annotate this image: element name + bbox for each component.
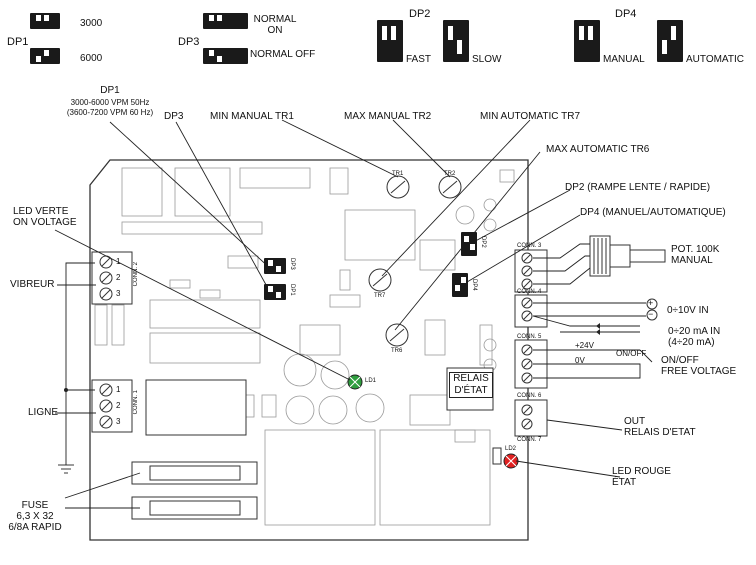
max-manual-callout: MAX MANUAL TR2 [344, 111, 432, 122]
pot-callout: POT. 100K MANUAL [671, 244, 720, 266]
conn1-terminals [91, 379, 133, 433]
plus24-label: +24V [575, 341, 594, 350]
conn2-terminals [91, 251, 133, 305]
minus-sign: − [648, 309, 654, 319]
relais-etat-label: RELAIS D'ÉTAT [449, 372, 493, 398]
dp3-legend-label: DP3 [178, 36, 200, 48]
dp4-switch-automatic [657, 20, 683, 62]
free-voltage-callout: ON/OFF FREE VOLTAGE [661, 355, 737, 377]
conn1-term1: 1 [116, 385, 121, 394]
dp1-callout-sub2: (3600-7200 VPM 60 Hz) [66, 108, 154, 117]
tr2-label: TR2 [444, 171, 456, 177]
ma-in-callout: 0÷20 mA IN (4÷20 mA) [668, 326, 721, 348]
conn2-term2: 2 [116, 273, 121, 282]
conn4-label: CONN. 4 [517, 289, 542, 295]
board-dp2-switch [461, 232, 477, 256]
led-verte-callout: LED VERTE ON VOLTAGE [13, 206, 77, 228]
board-dp1-switch [264, 284, 286, 300]
tr6-label: TR6 [391, 348, 403, 354]
conn5-label: CONN. 5 [517, 334, 542, 340]
conn7-label: CONN. 7 [517, 437, 542, 443]
ld1-label: LD1 [365, 378, 377, 384]
tr7-label: TR7 [374, 293, 386, 299]
dp2-switch-slow [443, 20, 469, 62]
potentiometer [589, 235, 666, 277]
conn2-label: CONN. 2 [133, 262, 139, 287]
dp3-opt-normal-off: NORMAL OFF [250, 49, 316, 60]
fuse-holders [131, 461, 258, 520]
dp1-callout-sub1: 3000-6000 VPM 50Hz [70, 98, 150, 107]
dp2-opt-slow: SLOW [472, 54, 502, 65]
dp1-switch-3000 [30, 13, 60, 29]
dp2-opt-fast: FAST [406, 54, 432, 65]
fuse-callout: FUSE 6,3 X 32 6/8A RAPID [8, 500, 62, 533]
trimmers [368, 175, 462, 347]
vibreur-callout: VIBREUR [10, 279, 55, 290]
dp4-legend-label: DP4 [615, 8, 637, 20]
max-automatic-callout: MAX AUTOMATIC TR6 [546, 144, 650, 155]
dp2-switch-fast [377, 20, 403, 62]
board-dp2-label: DP2 [480, 236, 486, 248]
board-dp1-label: DP1 [289, 284, 295, 296]
dp3-callout: DP3 [164, 111, 184, 122]
min-automatic-callout: MIN AUTOMATIC TR7 [480, 111, 581, 122]
relay-block [145, 379, 247, 436]
dp1-opt-3000: 3000 [80, 18, 103, 29]
dp1-callout-title: DP1 [100, 85, 120, 96]
dp1-legend-label: DP1 [7, 36, 29, 48]
v-in-callout: 0÷10V IN [667, 305, 709, 316]
dp3-opt-normal-on: NORMAL ON [253, 14, 297, 36]
out-relais-callout: OUT RELAIS D'ETAT [624, 416, 696, 438]
dp2-legend-label: DP2 [409, 8, 431, 20]
conn6-label: CONN. 6 [517, 393, 542, 399]
conn1-label: CONN. 1 [133, 390, 139, 415]
dp4-opt-automatic: AUTOMATIC [686, 54, 744, 65]
conn1-term2: 2 [116, 401, 121, 410]
led-rouge-callout: LED ROUGE ÉTAT [612, 466, 671, 488]
dp3-switch-normal-off [203, 48, 248, 64]
dp2-ramp-callout: DP2 (RAMPE LENTE / RAPIDE) [565, 182, 711, 193]
dp3-switch-normal-on [203, 13, 248, 29]
dp1-switch-6000 [30, 48, 60, 64]
min-manual-callout: MIN MANUAL TR1 [210, 111, 294, 122]
dp4-opt-manual: MANUAL [603, 54, 645, 65]
board-dp3-label: DP3 [289, 258, 295, 270]
conn1-term3: 3 [116, 417, 121, 426]
plus-sign: + [648, 298, 654, 308]
board-dp4-switch [452, 273, 468, 297]
board-components [94, 167, 515, 526]
ld2-label: LD2 [505, 446, 517, 452]
ligne-callout: LIGNE [28, 407, 59, 418]
board-dp3-switch [264, 258, 286, 274]
conn2-term3: 3 [116, 289, 121, 298]
conn3-label: CONN. 3 [517, 243, 542, 249]
board-dp4-label: DP4 [471, 279, 477, 291]
dp1-opt-6000: 6000 [80, 53, 103, 64]
onoff-small-label: ON/OFF [616, 349, 647, 358]
conn2-term1: 1 [116, 257, 121, 266]
tr1-label: TR1 [392, 171, 404, 177]
dp4-switch-manual [574, 20, 600, 62]
zero-v-label: 0V [575, 356, 585, 365]
dp4-mode-callout: DP4 (MANUEL/AUTOMATIQUE) [580, 207, 726, 218]
right-terminals [514, 249, 548, 437]
